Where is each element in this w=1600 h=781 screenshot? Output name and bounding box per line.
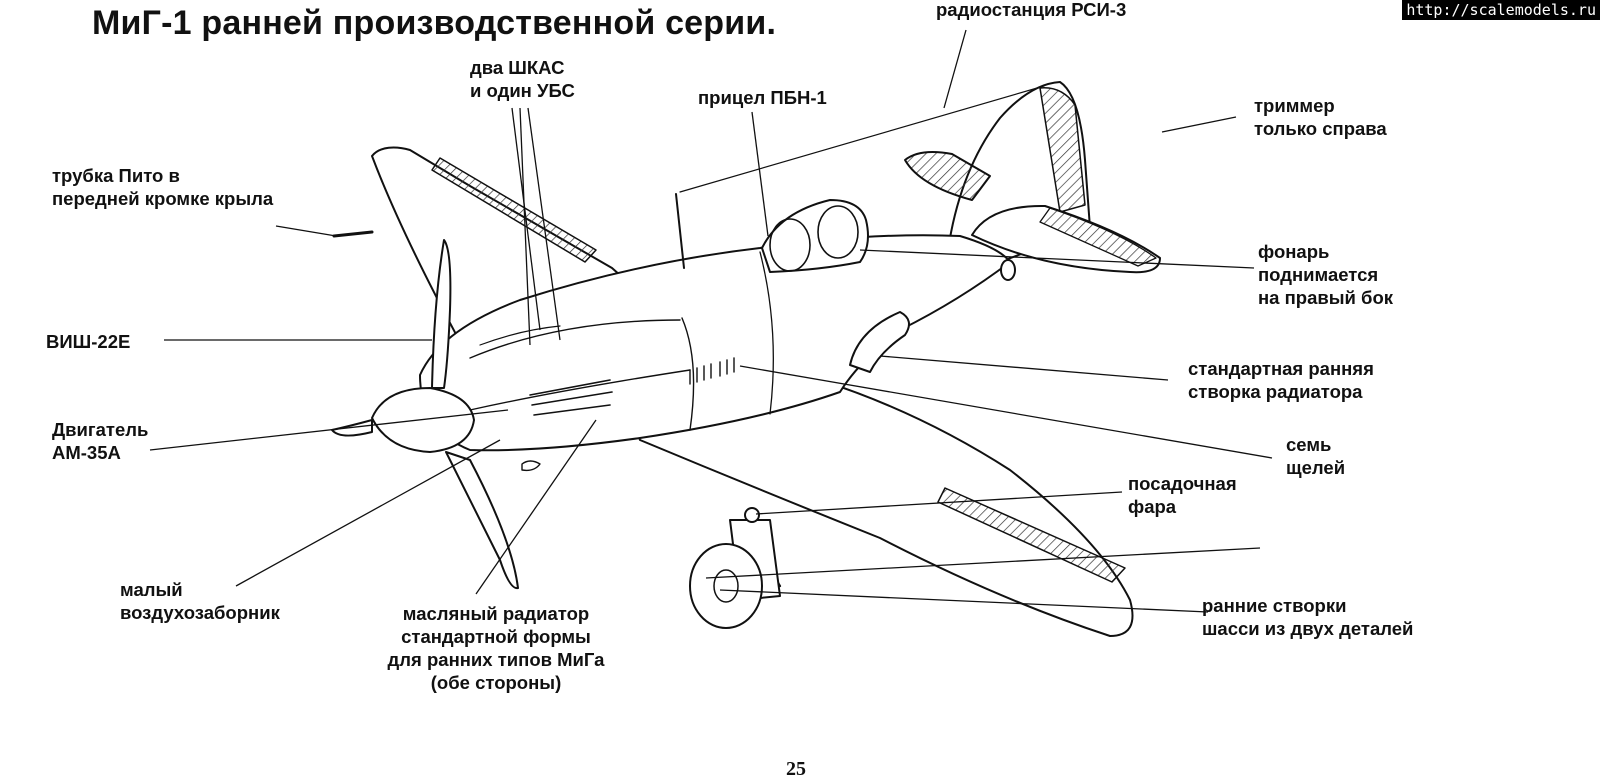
right-aileron — [937, 487, 1126, 583]
canopy — [761, 199, 869, 273]
label-oil-radiator: масляный радиатор стандартной формы для … — [387, 603, 605, 693]
label-landing-light: посадочная фара — [1128, 473, 1237, 517]
page-number: 25 — [786, 758, 806, 780]
tail-wheel — [1000, 259, 1016, 281]
label-guns: два ШКАС и один УБС — [470, 57, 575, 101]
label-trimmer: триммер только справа — [1254, 95, 1387, 139]
small-intake — [521, 460, 541, 472]
label-slots: семь щелей — [1286, 434, 1346, 478]
propeller-blade-bottom — [445, 451, 519, 590]
source-watermark: http://scalemodels.ru — [1402, 0, 1600, 20]
label-sight: прицел ПБН-1 — [698, 87, 827, 108]
seven-slots — [689, 357, 735, 385]
leader-lines — [149, 29, 1273, 613]
landing-light — [744, 507, 760, 523]
label-canopy: фонарь поднимается на правый бок — [1258, 241, 1394, 308]
label-radiator-flap: стандартная ранняя створка радиатора — [1188, 358, 1374, 402]
main-wheel — [689, 543, 763, 629]
left-stabilizer — [904, 151, 991, 201]
right-wing — [629, 379, 1134, 637]
radio-mast — [675, 193, 685, 269]
pitot-tube — [332, 230, 374, 238]
label-prop: ВИШ-22Е — [46, 331, 131, 352]
antenna-wire — [679, 85, 1045, 193]
label-engine: Двигатель АМ-35А — [52, 419, 149, 463]
label-gear-doors: ранние створки шасси из двух деталей — [1202, 595, 1414, 639]
right-stabilizer — [971, 204, 1161, 274]
rudder-hatch — [1039, 87, 1086, 213]
page-title: МиГ-1 ранней производственной серии. — [92, 4, 777, 42]
exhaust-stacks — [529, 379, 613, 416]
label-pitot: трубка Пито в передней кромке крыла — [52, 165, 274, 209]
propeller-blade-top — [431, 239, 452, 389]
label-air-intake: малый воздухозаборник — [120, 579, 280, 623]
label-radio: радиостанция РСИ-3 — [936, 0, 1127, 20]
fuselage — [419, 234, 1011, 452]
elevator-hatch — [1039, 207, 1157, 267]
